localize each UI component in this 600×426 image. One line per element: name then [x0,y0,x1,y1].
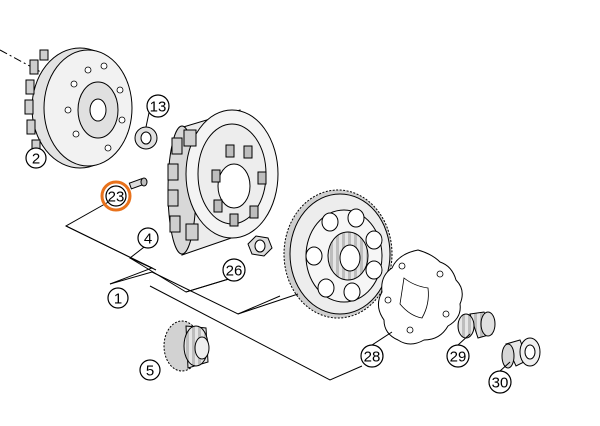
svg-text:29: 29 [450,349,467,366]
callout-29[interactable]: 29 [446,344,470,368]
part-28-primary-gear [283,189,393,319]
assembly-bracket-lines [64,199,363,381]
part-4-clutch-hub [167,109,279,256]
part-23-bolt [128,177,148,190]
svg-text:4: 4 [144,231,152,248]
svg-text:28: 28 [364,349,381,366]
part-5-drive-gear [163,320,210,372]
svg-text:13: 13 [150,99,167,116]
svg-text:5: 5 [146,363,154,380]
callout-5[interactable]: 5 [139,359,161,381]
svg-text:23: 23 [108,189,125,206]
wavy-thrust-plate [378,249,463,345]
part-13-washer [134,126,158,150]
callout-28[interactable]: 28 [360,344,384,368]
part-30-bushing [501,337,541,369]
callout-13[interactable]: 13 [146,94,170,118]
svg-text:1: 1 [114,291,122,308]
part-2-clutch-plate [24,47,133,169]
callout-4[interactable]: 4 [137,227,159,249]
part-26-nut [247,235,273,257]
svg-text:30: 30 [492,375,509,392]
svg-text:26: 26 [226,263,243,280]
svg-text:2: 2 [32,151,40,168]
callout-26[interactable]: 26 [222,258,246,282]
callout-2[interactable]: 2 [25,147,47,169]
callout-1[interactable]: 1 [107,287,129,309]
callout-23-highlighted[interactable]: 23 [100,180,132,212]
part-29-needle-bearing [457,311,496,339]
callout-30[interactable]: 30 [488,370,512,394]
